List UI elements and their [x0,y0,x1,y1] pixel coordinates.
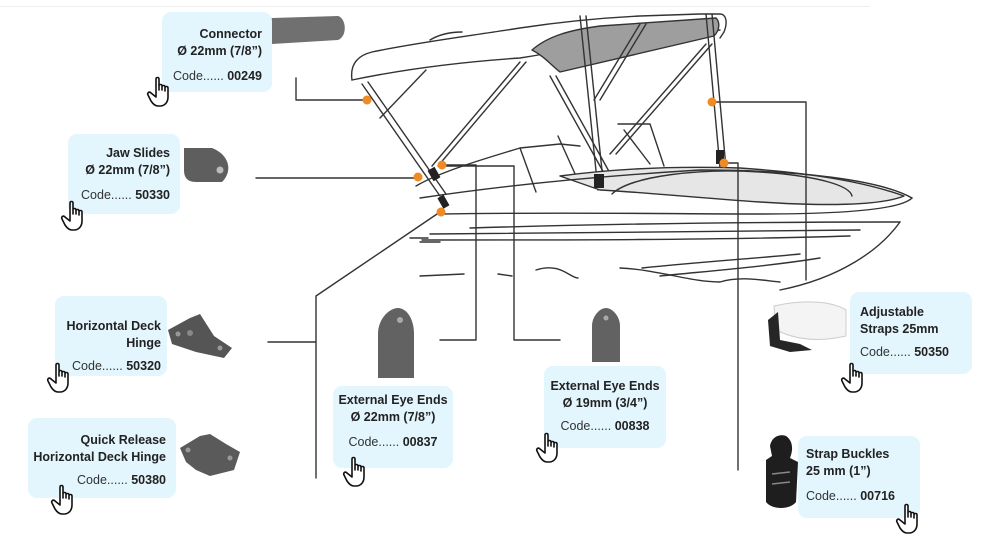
marker-adjustable-straps [707,97,717,107]
adjustable-strap-part-image [768,301,847,352]
code-label: Code...... [72,359,123,373]
deck-hinge-part-image [168,314,232,358]
hand-pointer-icon[interactable] [895,503,925,535]
part-title: External Eye Ends [550,379,660,393]
strap-buckle-part-image [766,435,798,508]
jaw-slide-part-image [184,148,229,182]
part-card-adjustable-straps[interactable]: Adjustable Straps 25mm Code...... 50350 [850,292,972,374]
marker-jaw-slides [413,172,423,182]
part-size: Horizontal Deck Hinge [33,450,166,464]
part-title: Adjustable [860,305,924,319]
part-card-jaw-slides[interactable]: Jaw Slides Ø 22mm (7/8”) Code...... 5033… [68,134,180,214]
part-code-line: Code...... 00716 [806,488,920,505]
part-code: 00716 [860,489,895,503]
code-label: Code...... [806,489,857,503]
part-size: 25 mm (1”) [806,464,871,478]
code-label: Code...... [173,69,224,83]
hand-pointer-icon[interactable] [146,76,176,108]
code-label: Code...... [348,435,400,449]
leader-eye-ends-19 [445,165,561,341]
hand-pointer-icon[interactable] [60,200,90,232]
part-title: Jaw Slides [106,146,170,160]
connector-part-image [266,16,345,44]
part-size: Ø 22mm (7/8”) [350,410,436,424]
hand-pointer-icon[interactable] [535,432,565,464]
quick-release-part-image [180,434,240,476]
code-label: Code...... [560,419,612,433]
part-code-line: Code...... 00837 [333,434,453,451]
hand-pointer-icon[interactable] [50,484,80,516]
part-code: 00249 [227,69,262,83]
part-card-connector[interactable]: Connector Ø 22mm (7/8”) Code...... 00249 [162,12,272,92]
marker-eye-ends-22 [437,160,447,170]
part-size: Ø 19mm (3/4”) [562,396,648,410]
hand-pointer-icon[interactable] [46,362,76,394]
leader-connector [295,77,367,101]
part-title: Quick Release [80,433,166,447]
eye-end-22-part-image [378,308,414,378]
part-code: 50350 [914,345,949,359]
part-card-quick-release-hinge[interactable]: Quick Release Horizontal Deck Hinge Code… [28,418,176,498]
canopy-shaded [531,17,720,73]
part-code-line: Code...... 00838 [544,418,666,435]
eye-end-19-part-image [592,308,620,362]
part-title: Strap Buckles [806,447,890,461]
deck-shaded [559,166,905,206]
leader-deck-hinge [267,211,441,479]
leader-strap-buckles [723,162,739,471]
part-code-line: Code...... 50380 [28,472,166,489]
leader-eye-ends-22 [439,164,477,341]
part-size: Ø 22mm (7/8”) [85,163,170,177]
part-code: 00837 [402,435,438,449]
part-card-eye-ends-19[interactable]: External Eye Ends Ø 19mm (3/4”) Code....… [544,366,666,448]
part-code-line: Code...... 50330 [68,187,170,204]
marker-strap-buckles [719,158,729,168]
canopy-outline [350,13,727,81]
part-code-line: Code...... 50350 [860,344,972,361]
part-code: 50320 [126,359,161,373]
code-label: Code...... [860,345,911,359]
part-size: Hinge [126,336,161,350]
hand-pointer-icon[interactable] [840,362,870,394]
hand-pointer-icon[interactable] [342,456,372,488]
marker-deck-hinge [436,207,446,217]
part-size: Ø 22mm (7/8”) [177,44,262,58]
part-size: Straps 25mm [860,322,939,336]
part-card-eye-ends-22[interactable]: External Eye Ends Ø 22mm (7/8”) Code....… [333,386,453,468]
code-label: Code...... [81,188,132,202]
code-label: Code...... [77,473,128,487]
marker-connector [362,95,372,105]
part-code-line: Code...... 50320 [55,358,161,375]
part-code: 50380 [131,473,166,487]
part-code: 50330 [135,188,170,202]
leader-adjustable-straps [711,101,807,281]
part-card-strap-buckles[interactable]: Strap Buckles 25 mm (1”) Code...... 0071… [798,436,920,518]
top-divider [0,6,870,7]
part-code-line: Code...... 00249 [162,68,262,85]
part-title: Connector [199,27,263,41]
part-code: 00838 [614,419,650,433]
part-card-horizontal-deck-hinge[interactable]: Horizontal Deck Hinge Code...... 50320 [55,296,167,376]
part-title: External Eye Ends [338,393,448,407]
part-title: Horizontal Deck [66,319,161,333]
